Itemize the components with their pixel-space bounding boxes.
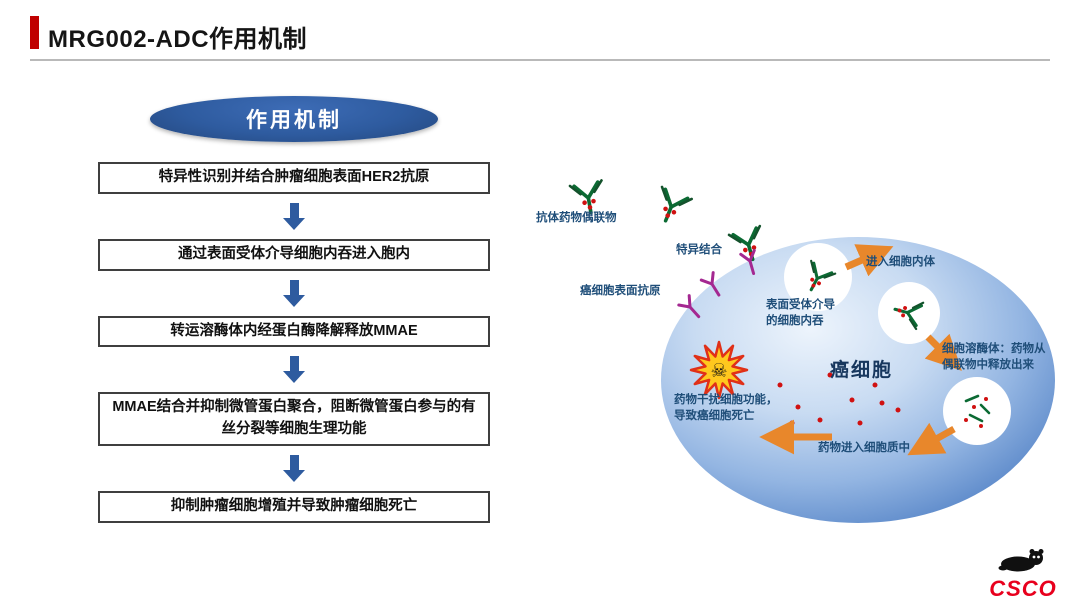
cancer-cell-label: 癌细胞 xyxy=(830,360,894,381)
diagram-canvas: ☠ xyxy=(568,178,1055,523)
mechanism-flowchart: 作用机制 特异性识别并结合肿瘤细胞表面HER2抗原 通过表面受体介导细胞内吞进入… xyxy=(98,96,490,523)
drug-dots xyxy=(777,372,901,426)
page-title: MRG002-ADC作用机制 xyxy=(48,26,308,53)
csco-logo-text: CSCO xyxy=(989,576,1057,601)
flow-step-3: 转运溶酶体内经蛋白酶降解释放MMAE xyxy=(98,315,490,348)
label-endosome: 进入细胞内体 xyxy=(866,256,935,268)
flowchart-badge: 作用机制 xyxy=(150,96,438,142)
down-arrow-icon xyxy=(283,202,305,230)
label-endocytosis: 表面受体介导的细胞内吞 xyxy=(766,299,835,327)
label-binding: 特异结合 xyxy=(676,244,722,256)
adc-mechanism-diagram: ☠ 抗体药物偶联物 特异结合 癌细胞表面抗原 表面受体介导的细胞内吞 进入细胞内… xyxy=(530,85,1078,555)
label-lysosome: 细胞溶酶体：药物从偶联物中释放出来 xyxy=(942,343,1046,371)
label-surface-antigen: 癌细胞表面抗原 xyxy=(580,285,661,297)
title-accent-bar xyxy=(30,16,39,49)
title-divider xyxy=(30,59,1050,61)
flow-step-1: 特异性识别并结合肿瘤细胞表面HER2抗原 xyxy=(98,162,490,194)
flow-step-2: 通过表面受体介导细胞内吞进入胞内 xyxy=(98,238,490,271)
label-cell-death: 药物干扰细胞功能，导致癌细胞死亡 xyxy=(674,394,778,422)
down-arrow-icon xyxy=(283,454,305,482)
down-arrow-icon xyxy=(283,356,305,384)
label-adc: 抗体药物偶联物 xyxy=(536,212,617,224)
down-arrow-icon xyxy=(283,279,305,307)
label-cytoplasm: 药物进入细胞质中 xyxy=(818,442,910,454)
released-drug-fragments xyxy=(964,394,991,428)
skull-icon: ☠ xyxy=(710,361,727,382)
adc-antibody-icon xyxy=(648,185,694,229)
cell-death-burst-icon: ☠ xyxy=(689,340,749,400)
panda-icon xyxy=(998,549,1044,572)
process-arrows xyxy=(759,244,962,456)
flow-step-5: 抑制肿瘤细胞增殖并导致肿瘤细胞死亡 xyxy=(98,490,490,523)
flow-step-4: MMAE结合并抑制微管蛋白聚合，阻断微管蛋白参与的有丝分裂等细胞生理功能 xyxy=(98,392,490,446)
csco-logo: CSCO xyxy=(980,547,1066,600)
lysosome-vesicle xyxy=(943,377,1011,445)
